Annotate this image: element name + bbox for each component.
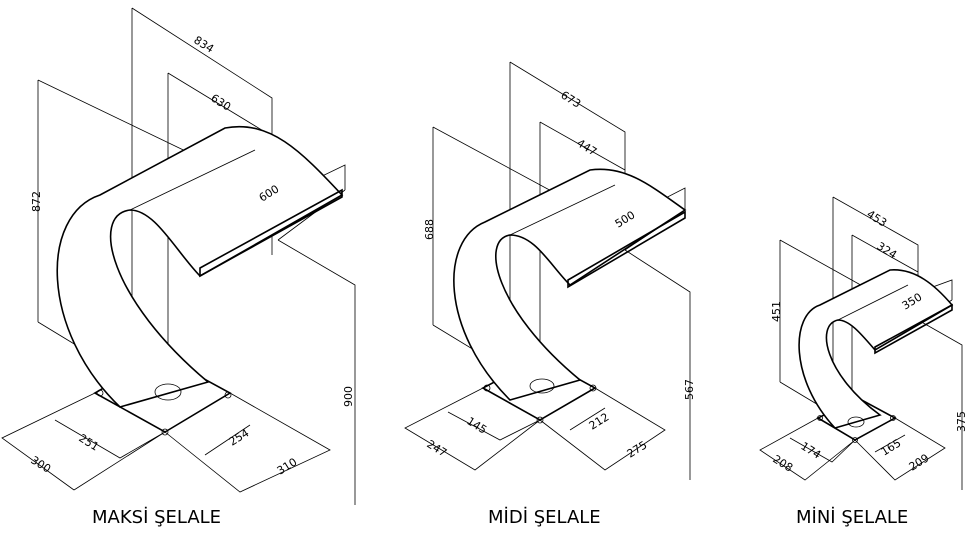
unit-mini: 453 324 350 451 375 174 165 208 209 MİNİ… [759,196,968,528]
dim-overall-depth: 834 [191,34,216,56]
dim-base-height: 375 [955,411,968,432]
dim-plate-a: 251 [76,432,101,454]
dim-plate-b: 165 [879,436,904,458]
dim-base-height: 900 [342,386,355,407]
dim-base-height: 567 [683,379,696,400]
dim-plate-a: 174 [798,440,823,462]
dim-base-b: 310 [275,455,300,477]
dim-total-height: 688 [423,219,436,240]
dim-total-height: 451 [770,301,783,322]
title-maksi: MAKSİ ŞELALE [92,507,221,528]
dim-base-a: 247 [424,438,449,460]
title-midi: MİDİ ŞELALE [488,507,601,528]
unit-maksi: 834 630 600 872 900 251 254 300 310 MAKS… [1,7,356,528]
dim-overall-depth: 673 [558,89,583,111]
unit-midi: 673 447 500 688 567 145 212 247 275 MİDİ… [404,61,696,528]
dim-inner-depth: 324 [874,240,899,262]
dim-total-height: 872 [30,191,43,212]
dim-base-b: 275 [625,438,650,460]
dim-base-b: 209 [907,451,932,473]
dim-plate-b: 254 [227,426,252,448]
dim-inner-depth: 447 [574,137,599,159]
title-mini: MİNİ ŞELALE [796,507,908,528]
dim-plate-a: 145 [464,415,489,437]
dim-plate-b: 212 [587,410,612,432]
